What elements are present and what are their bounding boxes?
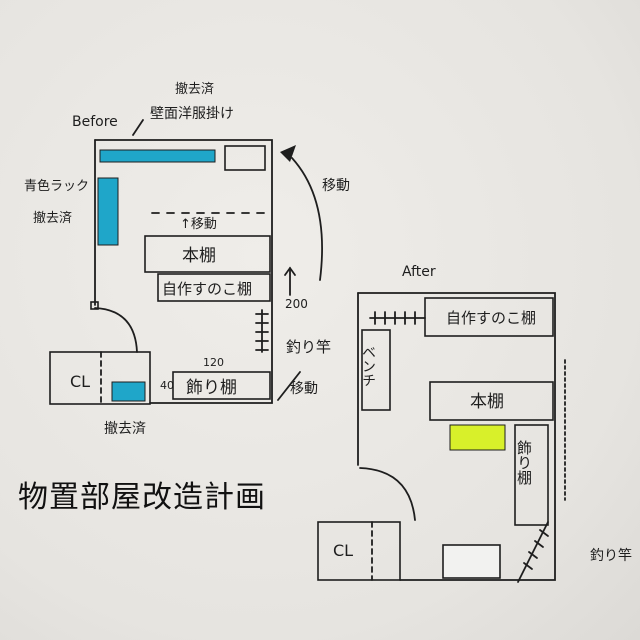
after-slatted-label: 自作すのこ棚: [446, 309, 536, 327]
blue-rack-status: 撤去済: [33, 210, 72, 226]
after-display-shelf: [514, 424, 549, 526]
after-walls: [357, 292, 556, 581]
after-display-label: 飾り棚: [515, 440, 533, 485]
after-bench: [361, 329, 391, 411]
move-up-label: ↑移動: [180, 217, 217, 232]
before-door-arc: [94, 307, 138, 353]
blue-small-box: [111, 381, 146, 402]
small-box-status: 撤去済: [104, 421, 146, 437]
move-curve-label: 移動: [322, 178, 350, 194]
before-label: Before: [72, 114, 118, 130]
wall-hanger-blue: [99, 149, 216, 163]
move-arrow: [277, 371, 301, 401]
after-bookshelf-label: 本棚: [470, 392, 504, 412]
before-closet: [49, 351, 151, 405]
arrowhead: [280, 145, 296, 162]
after-label: After: [402, 264, 436, 280]
after-fishing-rod: [517, 521, 549, 583]
rod-ticks: [523, 529, 549, 570]
blue-rack-label: 青色ラック: [24, 178, 89, 194]
after-plan: After CL 自作すのこ棚 ベンチ 本棚 飾り棚 釣り竿: [317, 264, 632, 583]
white-box: [224, 145, 266, 171]
wall-hanger-label: 壁面洋服掛け: [150, 106, 234, 122]
page-title: 物置部屋改造計画: [18, 480, 266, 515]
before-display-shelf: [172, 371, 271, 400]
after-bookshelf: [429, 381, 554, 421]
after-door-arc: [359, 467, 416, 521]
move-side-label: 移動: [290, 381, 318, 397]
after-hook-rail: [369, 311, 426, 325]
after-closet-label: CL: [333, 541, 353, 560]
before-walls: [94, 139, 273, 404]
blue-rack: [97, 177, 119, 246]
dim-200: 200: [285, 297, 308, 311]
before-slatted-shelf: [157, 273, 271, 302]
white-box-after: [442, 544, 501, 579]
wall-hanger-status: 撤去済: [175, 81, 214, 97]
hanger-arrow: [132, 119, 144, 136]
dim-40: 40: [160, 379, 174, 392]
after-bench-label: ベンチ: [360, 345, 376, 387]
dim-arrowhead: [284, 266, 296, 276]
before-plan: CL ↑移動 本棚 自作すのこ棚 200 釣り竿 120 40 飾り棚 撤去済 …: [24, 81, 350, 437]
dim-120: 120: [203, 356, 224, 369]
after-fishing-rod-label: 釣り竿: [590, 548, 632, 564]
hinge: [90, 301, 99, 310]
yellow-box: [449, 424, 506, 451]
before-fishing-rod: [255, 309, 269, 353]
before-fishing-rod-label: 釣り竿: [286, 338, 331, 356]
before-display-label: 飾り棚: [186, 378, 237, 398]
before-slatted-label: 自作すのこ棚: [162, 280, 252, 298]
after-slatted-shelf: [424, 297, 554, 337]
before-closet-label: CL: [70, 372, 90, 391]
before-bookshelf-label: 本棚: [182, 246, 216, 266]
after-closet: [317, 521, 401, 581]
move-curve-arrow: [291, 157, 323, 281]
before-bookshelf: [144, 235, 271, 273]
